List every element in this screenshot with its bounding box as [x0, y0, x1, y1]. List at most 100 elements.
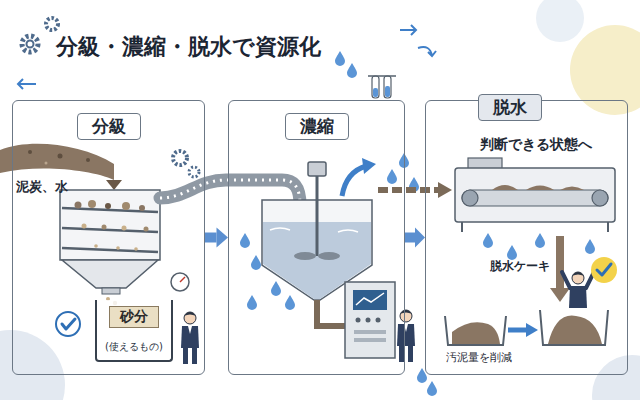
water-drop [347, 63, 357, 78]
deco-arrow [418, 47, 436, 56]
belt-press [607, 222, 609, 232]
water-drop [251, 255, 261, 270]
check-icon [56, 312, 80, 336]
thickener-tank [270, 228, 358, 232]
test-tube-icon [372, 76, 379, 98]
control-panel [345, 282, 395, 358]
cake-down-arrow [550, 236, 570, 302]
arrow-head [217, 228, 229, 248]
belt-press [526, 186, 554, 191]
belt-press [455, 168, 615, 222]
sludge-transfer [378, 187, 440, 193]
water-drop [247, 295, 257, 310]
water-drop [335, 51, 345, 66]
annotation-label: 泥炭、水 [16, 178, 68, 196]
test-tube-icon [368, 75, 396, 77]
sludge-tray [548, 316, 602, 344]
pressure-gauge [171, 273, 189, 291]
gear-icon [22, 36, 38, 52]
water-drop [285, 295, 295, 310]
arrow-shaft [205, 233, 217, 243]
thickener-tank [262, 158, 376, 300]
control-panel [354, 338, 386, 342]
sludge-transfer [438, 182, 452, 198]
panel-heading: 分級 [77, 113, 141, 140]
thickener-tank [308, 162, 326, 176]
cake-down-arrow [556, 236, 564, 290]
gear-icon [189, 167, 199, 177]
panel-heading: 濃縮 [285, 113, 349, 140]
control-panel [345, 282, 395, 358]
background-blob [592, 355, 640, 400]
belt-press [492, 185, 518, 190]
celebrating-figure [572, 272, 584, 284]
pressure-gauge [180, 277, 185, 282]
sludge-tray [508, 328, 528, 333]
product-tray: 砂分(使えるもの) [95, 300, 173, 362]
belt-press [592, 190, 608, 206]
cake-down-arrow [550, 288, 570, 302]
test-tube-icon [385, 86, 390, 97]
operator-figure [397, 310, 415, 362]
classifier-screen [94, 244, 98, 248]
celebrating-figure [562, 272, 594, 308]
control-panel [356, 318, 361, 323]
classifier-screen [60, 190, 160, 310]
belt-press [461, 222, 463, 232]
thickener-tank [294, 252, 316, 260]
classifier-screen [122, 202, 130, 210]
background-blob [0, 330, 65, 400]
control-panel [354, 330, 386, 334]
control-panel [366, 318, 371, 323]
sludge-tray [452, 322, 500, 344]
sludge-inflow [86, 158, 90, 162]
water-drop [427, 381, 437, 396]
annotation-label: 脱水ケーキ [490, 258, 550, 275]
check-icon [56, 312, 80, 336]
sludge-inflow [106, 180, 122, 190]
product-name: 砂分 [109, 306, 159, 328]
test-tube-icon [373, 88, 378, 97]
water-drop [240, 51, 595, 396]
pressure-gauge [171, 273, 189, 291]
test-tube-icon [368, 76, 396, 98]
sludge-tray [445, 316, 506, 345]
celebrating-figure [572, 272, 584, 276]
classifier-screen [62, 260, 158, 288]
classifier-screen [102, 288, 120, 294]
outlet-pipe [317, 300, 345, 326]
gear-icon [27, 41, 34, 48]
sludge-inflow [0, 144, 114, 180]
water-drop [483, 233, 493, 248]
sludge-transfer [378, 182, 452, 198]
control-panel [356, 293, 384, 305]
diagram-title: 分級・濃縮・脱水で資源化 [56, 32, 321, 62]
belt-press [462, 190, 608, 206]
classifier-screen [60, 190, 160, 260]
sludge-inflow [45, 162, 48, 165]
classifier-screen [62, 248, 158, 252]
water-drop [535, 233, 545, 248]
flow-arrow [405, 228, 425, 248]
process-panel: 分級砂分(使えるもの) [12, 100, 205, 375]
classifier-screen [122, 226, 127, 231]
thickener-tank [316, 176, 319, 256]
background-blob [570, 25, 640, 115]
classifier-screen [82, 224, 87, 229]
result-check [591, 257, 617, 283]
process-panel: 濃縮 [228, 100, 405, 375]
test-tube-icon [384, 76, 391, 98]
classifier-screen [139, 205, 145, 211]
result-check [591, 257, 617, 283]
belt-press [455, 158, 615, 232]
control-panel [353, 290, 387, 310]
water-drop [399, 153, 409, 168]
classifier-screen [88, 200, 96, 208]
background-blob [536, 0, 584, 42]
belt-press [462, 190, 478, 206]
water-drop [507, 245, 517, 260]
sludge-tray [526, 323, 538, 337]
result-check [597, 264, 611, 275]
annotation-label: 汚泥量を削減 [446, 350, 512, 365]
